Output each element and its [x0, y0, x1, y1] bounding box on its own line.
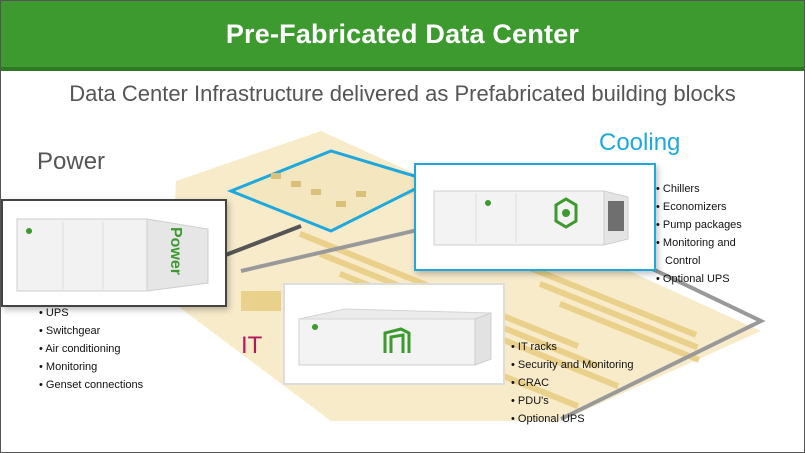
it-module-image — [298, 308, 492, 366]
cooling-module-box — [414, 163, 656, 271]
cooling-list: Chillers Economizers Pump packages Monit… — [656, 180, 786, 288]
list-item: IT racks — [511, 338, 691, 356]
list-item: Security and Monitoring — [511, 356, 691, 374]
power-module-image: Power — [16, 218, 209, 292]
list-item: Monitoring and — [656, 234, 786, 252]
power-list: UPS Switchgear Air conditioning Monitori… — [39, 304, 143, 394]
list-item: Chillers — [656, 180, 786, 198]
slide-title: Pre-Fabricated Data Center — [225, 19, 580, 49]
cooling-label: Cooling — [599, 129, 681, 156]
list-item: PDU's — [511, 392, 691, 410]
it-list: IT racks Security and Monitoring CRAC PD… — [511, 338, 691, 428]
list-item: Economizers — [656, 198, 786, 216]
it-module-box — [283, 283, 505, 385]
power-module-label: Power — [167, 227, 184, 275]
power-module-box: Power — [1, 199, 227, 307]
cooling-module-image — [433, 190, 629, 246]
list-item: Optional UPS — [656, 270, 786, 288]
list-item: CRAC — [511, 374, 691, 392]
list-item: Pump packages — [656, 216, 786, 234]
list-item: Monitoring — [39, 358, 143, 376]
list-item: Air conditioning — [39, 340, 143, 358]
list-item: Genset connections — [39, 376, 143, 394]
list-item: Control — [665, 255, 701, 267]
it-label: IT — [241, 332, 263, 359]
title-bar — [1, 1, 804, 71]
slide-subtitle: Data Center Infrastructure delivered as … — [69, 81, 736, 106]
list-item: Optional UPS — [511, 410, 691, 428]
list-item: UPS — [39, 304, 143, 322]
list-item: Switchgear — [39, 322, 143, 340]
power-label: Power — [37, 148, 106, 175]
